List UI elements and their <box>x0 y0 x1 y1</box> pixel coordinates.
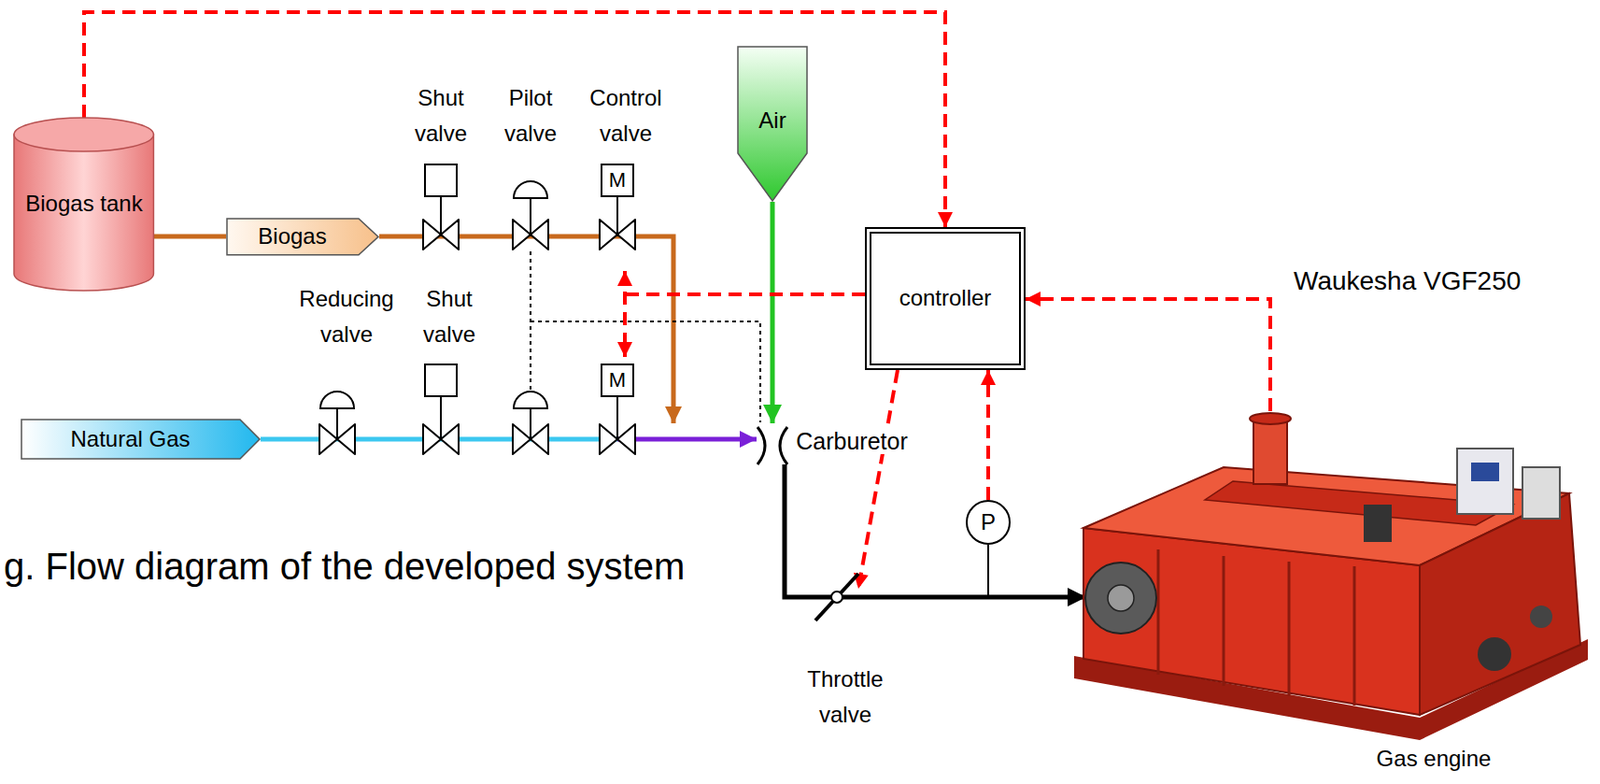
gas-pipes <box>260 201 1087 597</box>
pressure-sensor: P <box>965 499 1011 545</box>
pilot-lines <box>530 251 761 423</box>
valve-symbol <box>512 424 549 454</box>
node-label: Air <box>758 107 786 135</box>
air-source: Air <box>736 45 808 202</box>
controller-box: controller <box>864 226 1026 370</box>
gas-pipe <box>154 233 227 239</box>
valve-symbol <box>599 424 636 454</box>
valve-stem <box>529 198 532 235</box>
node-label: Natural Gas <box>70 425 211 454</box>
engine-rib <box>1353 566 1357 706</box>
node-label: P <box>980 509 996 537</box>
throttle-plate <box>815 573 859 621</box>
valve-stem <box>529 408 532 439</box>
engine-panel <box>1457 448 1514 514</box>
symbol-label: M <box>608 362 626 398</box>
engine-illustration <box>1074 412 1588 740</box>
signal-line <box>1025 298 1271 411</box>
valve-stem <box>616 396 619 439</box>
component-label: Shut valve <box>414 80 468 152</box>
component-label: Throttle valve <box>807 661 883 733</box>
diaphragm-actuator <box>320 391 354 409</box>
component-label: Reducing valve <box>298 281 394 353</box>
biogas-source: Biogas <box>226 217 380 256</box>
node-label: Gas engine <box>1376 745 1492 773</box>
engine-exhaust <box>1253 418 1288 484</box>
valve-signal-arrow <box>623 270 627 357</box>
figure-caption: g. Flow diagram of the developed system <box>3 545 685 588</box>
source-arrow <box>21 419 260 459</box>
natural-gas-source: Natural Gas <box>20 418 261 460</box>
pressure-tap <box>987 544 990 597</box>
node-label: Biogas tank <box>25 190 142 218</box>
valve-symbol <box>512 219 549 250</box>
pilot-signal-line <box>530 321 761 423</box>
diaphragm-actuator <box>513 181 548 199</box>
engine-panel <box>1522 467 1560 519</box>
engine-pulley <box>1085 562 1157 634</box>
engine-pulley-hub <box>1107 584 1134 611</box>
node-label: Waukesha VGF250 <box>1293 265 1521 298</box>
engine-rib <box>1288 561 1291 696</box>
signal-line <box>84 12 946 227</box>
engine-part <box>1363 504 1392 542</box>
tank-top <box>14 117 154 152</box>
carburetor-symbol <box>757 426 788 465</box>
valve-stem <box>439 396 442 439</box>
component-label: Shut valve <box>423 281 476 353</box>
valve-stem <box>336 408 339 439</box>
symbol-label: Carburetor <box>792 427 911 454</box>
source-arrow <box>737 46 808 201</box>
engine-exhaust-flange <box>1249 412 1291 425</box>
solenoid-actuator <box>424 364 457 397</box>
engine-rib <box>1157 549 1161 675</box>
engine-part <box>1477 637 1512 671</box>
tank-body <box>14 134 154 291</box>
carburetor-symbol <box>779 426 788 465</box>
valve-stem <box>616 196 619 235</box>
engine-side <box>1419 493 1581 715</box>
intake-pipe <box>784 464 1087 597</box>
solenoid-actuator <box>424 164 457 197</box>
symbol-label: M <box>608 162 626 199</box>
biogas-tank: Biogas tank <box>14 117 154 291</box>
engine-rib <box>1222 555 1226 686</box>
throttle-pivot <box>831 591 843 603</box>
valve-symbol <box>423 424 459 454</box>
component-label: Control valve <box>589 80 662 152</box>
signal-line <box>986 369 991 500</box>
gas-engine: Waukesha VGF250Gas engine <box>1066 410 1590 738</box>
node-label: controller <box>899 284 992 312</box>
valve-stem <box>439 196 442 235</box>
component-label: Pilot valve <box>504 80 557 152</box>
diaphragm-actuator <box>513 391 548 409</box>
valve-symbol <box>599 219 636 250</box>
node-label: Biogas <box>257 223 347 251</box>
engine-panel-screen <box>1471 462 1500 482</box>
throttle-symbol <box>815 573 859 621</box>
throttle-signal-line <box>858 369 898 589</box>
source-arrow <box>226 218 379 255</box>
carburetor-symbol <box>757 426 765 465</box>
valve-signal-line <box>624 292 865 297</box>
valve-symbol <box>423 219 459 250</box>
engine-part <box>1529 605 1553 628</box>
biogas-pipe <box>379 236 674 424</box>
valve-symbol <box>319 424 355 454</box>
mixed-gas-pipe <box>617 437 757 442</box>
air-pipe <box>770 201 776 424</box>
